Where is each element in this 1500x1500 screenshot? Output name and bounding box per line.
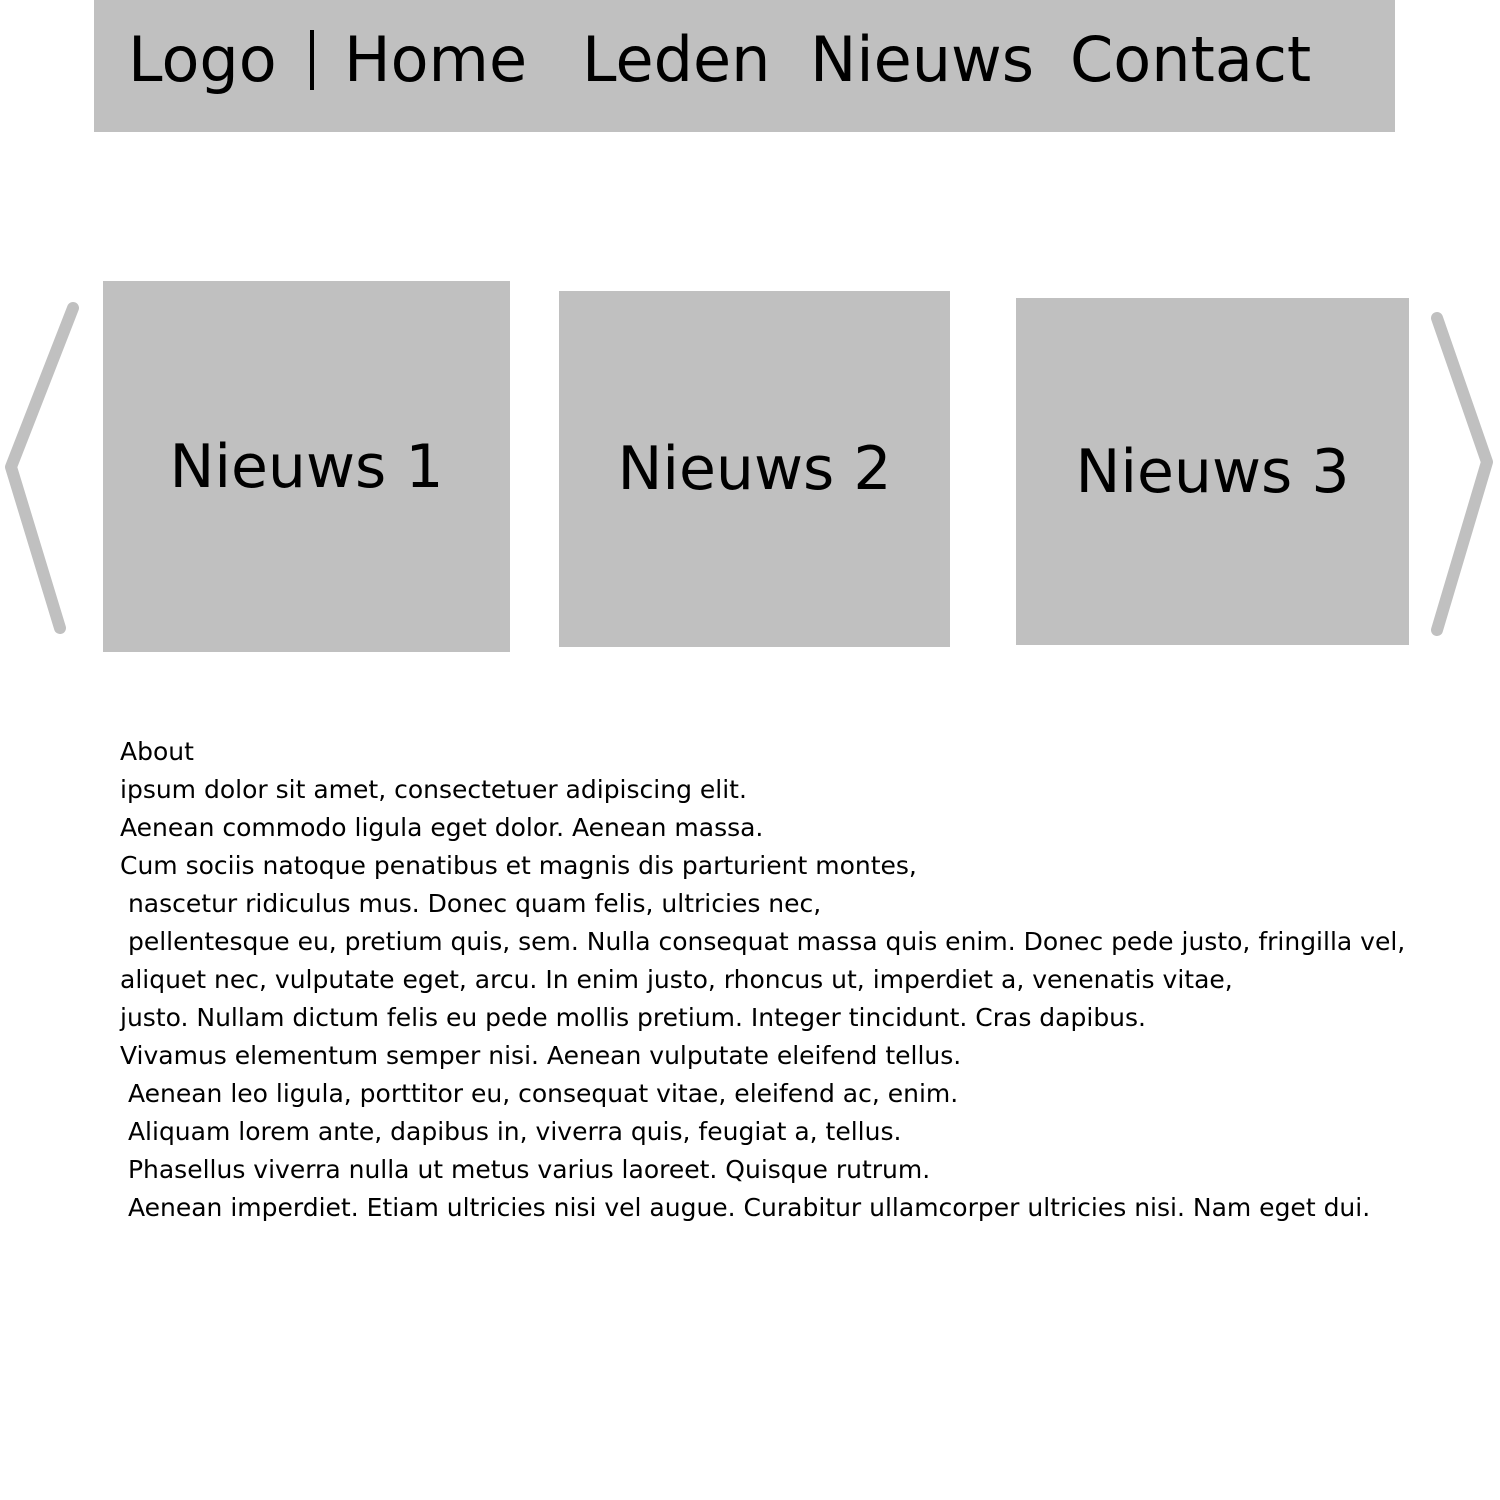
about-line: Vivamus elementum semper nisi. Aenean vu… — [120, 1041, 962, 1070]
about-line: justo. Nullam dictum felis eu pede molli… — [120, 1003, 1147, 1032]
about-line: aliquet nec, vulputate eget, arcu. In en… — [120, 965, 1233, 994]
news-card-title: Nieuws 2 — [617, 434, 892, 504]
chevron-left-icon[interactable] — [0, 295, 90, 645]
news-card-2[interactable]: Nieuws 2 — [559, 291, 950, 647]
about-line: Aliquam lorem ante, dapibus in, viverra … — [120, 1117, 902, 1146]
chevron-right-icon[interactable] — [1410, 300, 1500, 650]
news-card-title: Nieuws 1 — [169, 431, 444, 502]
nav-item-leden[interactable]: Leden — [582, 23, 771, 96]
news-card-title: Nieuws 3 — [1075, 436, 1350, 507]
nav-item-contact[interactable]: Contact — [1070, 23, 1312, 96]
about-line: Aenean leo ligula, porttitor eu, consequ… — [120, 1079, 959, 1108]
nav-divider — [310, 30, 314, 90]
about-line: Cum sociis natoque penatibus et magnis d… — [120, 851, 917, 880]
logo[interactable]: Logo — [128, 23, 277, 96]
nav-item-home[interactable]: Home — [344, 23, 528, 96]
news-card-1[interactable]: Nieuws 1 — [103, 281, 510, 652]
nav-item-nieuws[interactable]: Nieuws — [810, 23, 1035, 96]
top-navigation-bar: Logo Home Leden Nieuws Contact — [94, 0, 1395, 132]
news-card-3[interactable]: Nieuws 3 — [1016, 298, 1409, 645]
about-line: ipsum dolor sit amet, consectetuer adipi… — [120, 775, 747, 804]
about-line: nascetur ridiculus mus. Donec quam felis… — [120, 889, 822, 918]
about-line: pellentesque eu, pretium quis, sem. Null… — [120, 927, 1406, 956]
about-line: Aenean commodo ligula eget dolor. Aenean… — [120, 813, 764, 842]
about-heading: About — [120, 737, 194, 766]
about-line: Phasellus viverra nulla ut metus varius … — [120, 1155, 931, 1184]
about-line: Aenean imperdiet. Etiam ultricies nisi v… — [120, 1193, 1371, 1222]
about-section: About ipsum dolor sit amet, consectetuer… — [120, 733, 1420, 1227]
